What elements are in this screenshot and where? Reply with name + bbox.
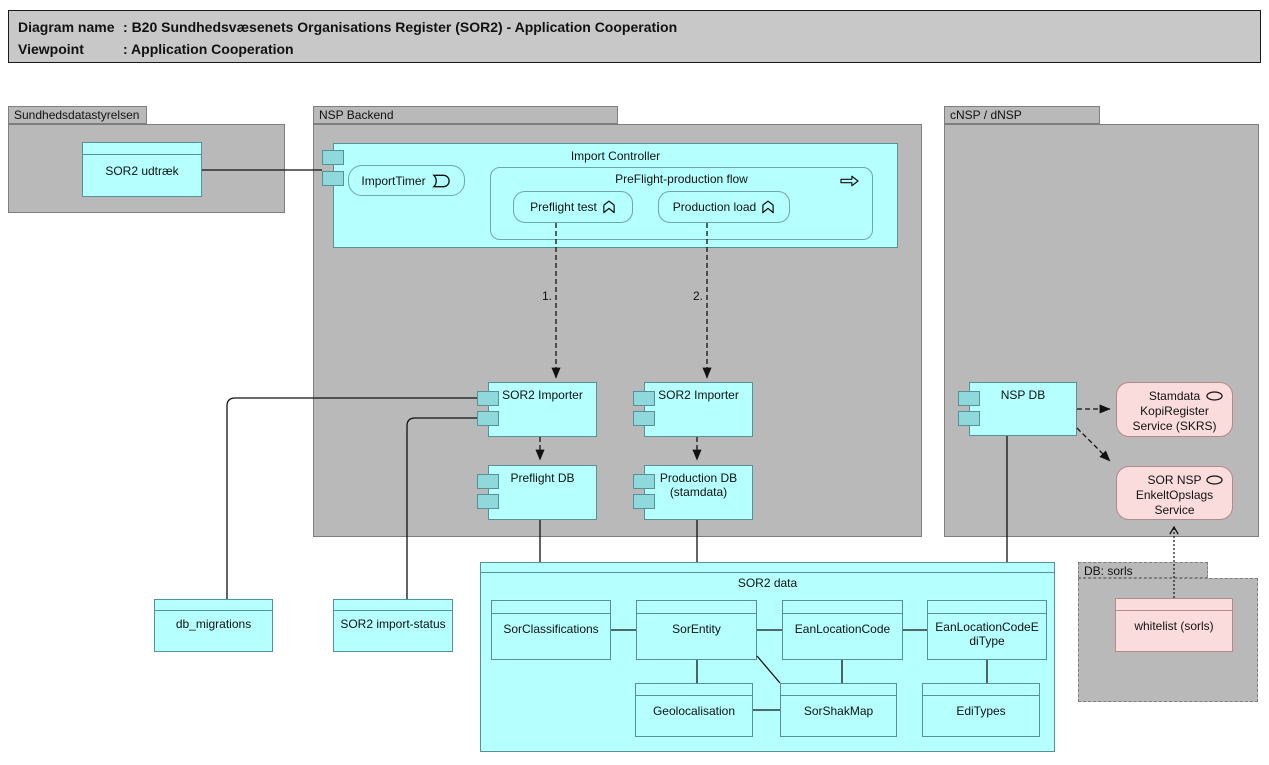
component-port [322,171,344,186]
node-label: Stamdata KopiRegister Service (SKRS) [1132,389,1217,433]
node-production-db[interactable]: Production DB (stamdata) [644,465,753,520]
node-label: SorEntity [672,622,721,636]
component-port [322,150,344,165]
data-object-band [83,143,201,155]
component-port [633,411,655,426]
component-port [477,494,499,509]
component-port [477,474,499,489]
node-label: EanLocationCode [794,622,891,636]
node-import-timer[interactable]: ImportTimer [348,165,465,196]
data-object-band [492,601,610,614]
group-tab-cnsp-dnsp[interactable]: cNSP / dNSP [944,106,1100,124]
node-label: SOR2 import-status [340,617,446,631]
node-label: SorShakMap [803,704,874,718]
flow-step-label-2: 2. [692,289,703,303]
data-object-band [155,600,272,611]
data-object-band [783,601,902,614]
colon: : [123,19,128,35]
node-label: SorClassifications [503,622,599,636]
data-object-band [481,563,1054,573]
diagram-name-value: B20 Sundhedsvæsenets Organisations Regis… [131,19,678,35]
node-nsp-db[interactable]: NSP DB [969,382,1077,436]
viewpoint-row: Viewpoint: Application Cooperation [18,38,1260,60]
node-geolocalisation[interactable]: Geolocalisation [635,683,753,737]
diagram-name-label: Diagram name [18,19,115,35]
node-sor-entity[interactable]: SorEntity [636,600,757,660]
colon: : [123,41,128,57]
node-label: EanLocationCodeEdiType [935,620,1039,648]
node-label: Preflight test [530,200,597,214]
data-object-band [334,600,452,611]
function-icon [603,200,615,214]
viewpoint-value: Application Cooperation [131,41,294,57]
flow-step-label-1: 1. [541,289,552,303]
process-arrow-icon [840,175,859,187]
data-object-band [923,684,1039,696]
node-sor-classifications[interactable]: SorClassifications [491,600,611,660]
component-port [958,411,980,426]
node-sor-shak-map[interactable]: SorShakMap [780,683,897,737]
data-object-band [637,601,756,614]
node-label: SOR2 data [737,576,798,590]
node-ean-location-code-edi-type[interactable]: EanLocationCodeEdiType [927,600,1047,660]
component-port [958,391,980,406]
node-label: Production DB (stamdata) [659,471,738,499]
diagram-name-row: Diagram name: B20 Sundhedsvæsenets Organ… [18,16,1260,38]
node-sor-nsp-service[interactable]: SOR NSP EnkeltOpslags Service [1116,466,1233,520]
node-skrs-service[interactable]: Stamdata KopiRegister Service (SKRS) [1116,382,1233,437]
node-label: Preflight DB [510,471,575,485]
node-label: ImportTimer [361,173,426,188]
node-whitelist-sorls[interactable]: whitelist (sorls) [1115,598,1233,652]
node-sor2-import-status[interactable]: SOR2 import-status [333,599,453,652]
function-icon [762,200,774,214]
viewpoint-label: Viewpoint [18,41,84,57]
node-label: db_migrations [175,617,252,631]
component-port [477,411,499,426]
data-object-band [781,684,896,696]
node-label: SOR2 Importer [658,388,739,402]
node-edi-types[interactable]: EdiTypes [922,683,1040,737]
group-tab-db-sorls[interactable]: DB: sorls [1078,562,1208,578]
node-label: whitelist (sorls) [1134,619,1214,633]
data-object-band [636,684,752,696]
node-label: Geolocalisation [652,704,736,718]
node-sor2-importer-preflight[interactable]: SOR2 Importer [488,382,597,437]
diagram-title-bar: Diagram name: B20 Sundhedsvæsenets Organ… [8,10,1261,63]
node-label: Production load [672,200,757,214]
node-label: SOR2 Importer [502,388,583,402]
node-label: EdiTypes [956,704,1006,718]
node-label: Import Controller [570,149,661,163]
node-label: NSP DB [1000,388,1046,402]
node-sor2-importer-production[interactable]: SOR2 Importer [644,382,753,437]
node-sor2-udtraek[interactable]: SOR2 udtræk [82,142,202,197]
component-port [633,474,655,489]
data-object-band [928,601,1046,614]
component-port [477,391,499,406]
event-icon [431,174,450,187]
service-oval-icon [1206,475,1223,485]
node-db-migrations[interactable]: db_migrations [154,599,273,652]
component-port [633,494,655,509]
node-preflight-test[interactable]: Preflight test [513,191,633,223]
node-label: PreFlight-production flow [615,172,748,186]
component-port [633,391,655,406]
group-tab-sundhedsdatastyrelsen[interactable]: Sundhedsdatastyrelsen [8,106,147,124]
node-preflight-db[interactable]: Preflight DB [488,465,597,520]
node-production-load[interactable]: Production load [658,191,790,223]
node-ean-location-code[interactable]: EanLocationCode [782,600,903,660]
group-tab-nsp-backend[interactable]: NSP Backend [313,106,618,124]
node-label: SOR NSP EnkeltOpslags Service [1135,473,1214,517]
node-label: SOR2 udtræk [105,164,179,178]
service-oval-icon [1206,391,1223,401]
data-object-band [1116,599,1232,611]
